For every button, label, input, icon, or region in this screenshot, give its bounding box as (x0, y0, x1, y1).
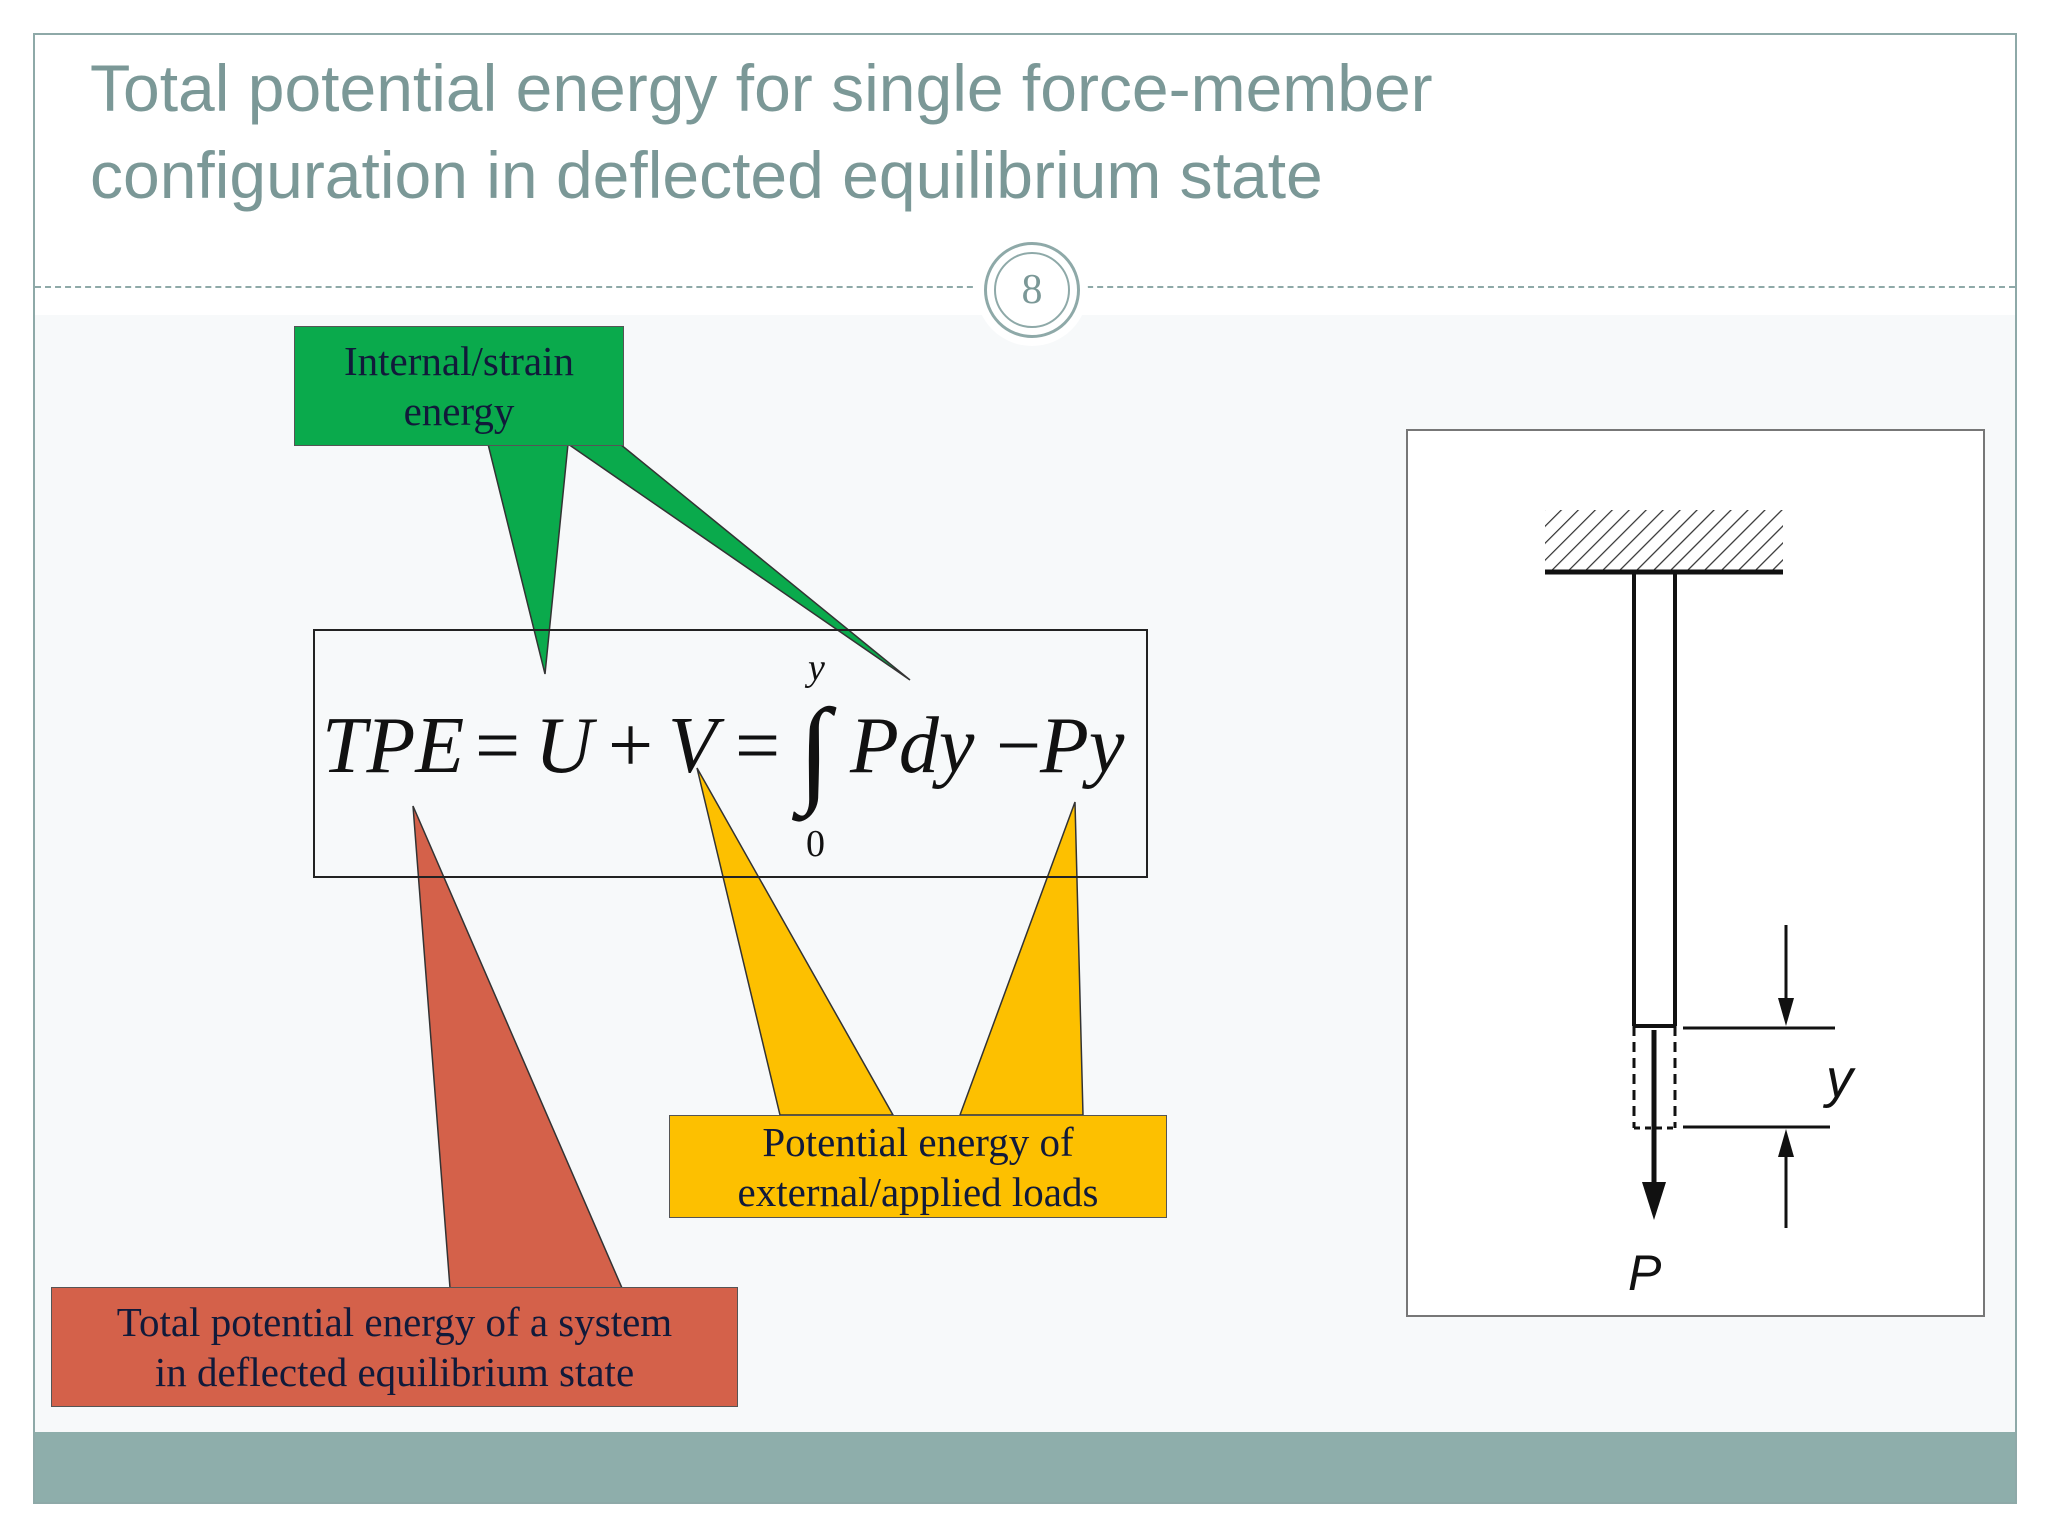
formula-v: V (668, 702, 725, 790)
formula-minus: − (996, 702, 1041, 790)
total-callout-line-1: Total potential energy of a system (116, 1299, 673, 1345)
load-label: P (1628, 1245, 1662, 1301)
external-energy-callout: Potential energy of external/applied loa… (669, 1115, 1167, 1218)
slide-title-line-1: Total potential energy for single force-… (90, 51, 1433, 125)
page-number-ring: 8 (984, 242, 1080, 338)
formula-plus: + (608, 702, 653, 790)
formula-integrand: Pdy (849, 702, 975, 790)
dimension-arrow-top-head (1778, 998, 1794, 1026)
integral-sign: ∫ (791, 685, 837, 822)
slide-title-line-2: configuration in deflected equilibrium s… (90, 138, 1323, 212)
total-energy-callout: Total potential energy of a system in de… (51, 1287, 738, 1407)
external-callout-line-1: Potential energy of (762, 1118, 1074, 1165)
total-callout-line-2: in deflected equilibrium state (154, 1349, 635, 1395)
footer-bar (35, 1432, 2015, 1502)
page-number-badge: 8 (976, 234, 1088, 346)
load-arrow-head (1642, 1182, 1666, 1220)
slide-title: Total potential energy for single force-… (90, 45, 1890, 219)
integral-upper-limit: y (804, 647, 825, 689)
page-number: 8 (994, 252, 1070, 328)
formula-lhs: TPE (322, 702, 464, 790)
member-figure-box (1406, 429, 1985, 1317)
dimension-arrow-bottom-head (1778, 1129, 1794, 1157)
strain-callout-line-2: energy (403, 388, 515, 434)
formula-u: U (535, 702, 598, 790)
formula-equals-1: = (475, 702, 520, 790)
deflection-label: y (1822, 1049, 1856, 1109)
strain-energy-callout: Internal/strain energy (294, 326, 624, 446)
external-callout-line-2: external/applied loads (737, 1168, 1099, 1215)
formula-box (313, 629, 1148, 878)
formula-last-term: Py (1039, 702, 1125, 790)
fixed-support-hatch (1545, 510, 1783, 572)
strain-callout-line-1: Internal/strain (344, 338, 574, 384)
integral-lower-limit: 0 (806, 823, 825, 865)
formula-equals-2: = (735, 702, 780, 790)
